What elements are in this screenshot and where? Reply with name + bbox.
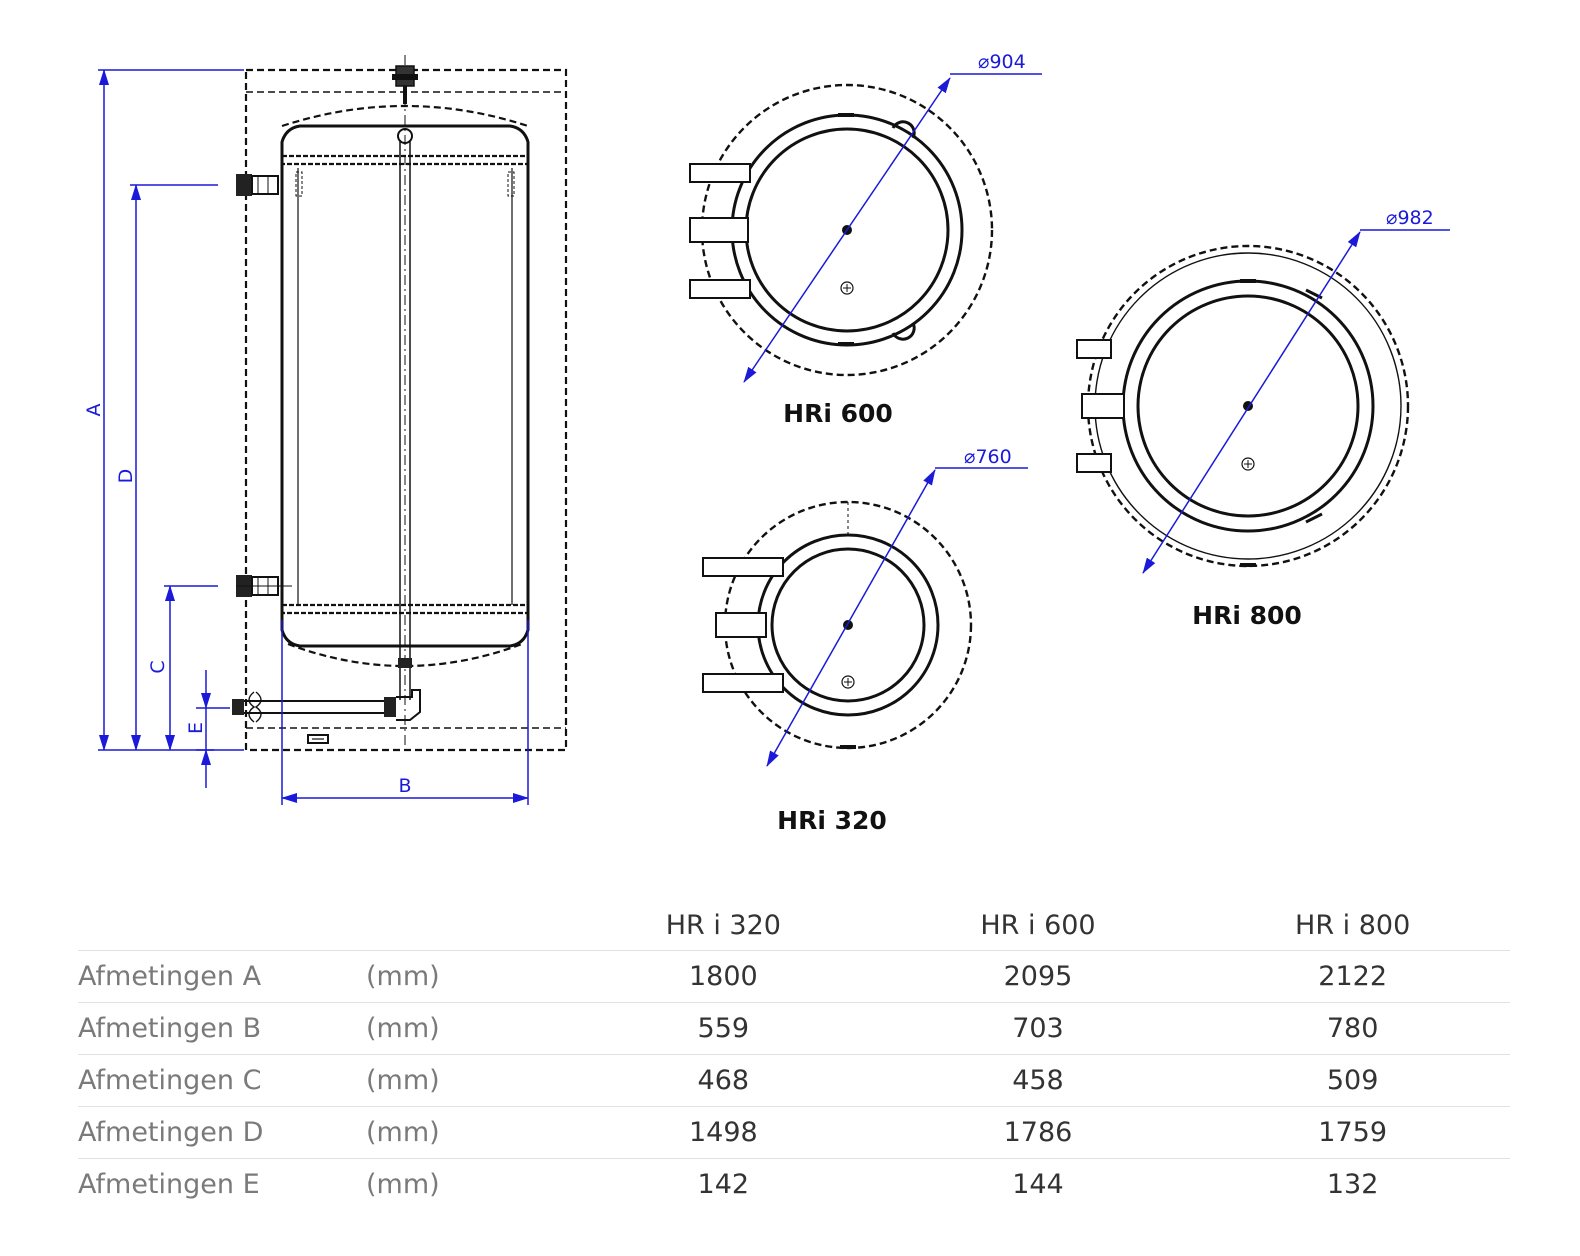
table-cell: 780 [1195, 1002, 1510, 1055]
model-label-hri-320: HRi 320 [777, 806, 887, 835]
technical-drawing: A D C E B ⌀904 HRi 600 [83, 51, 1450, 835]
column-header: HR i 800 [1195, 900, 1510, 951]
dimension-label-d: D [115, 469, 137, 484]
column-header: HR i 600 [880, 900, 1196, 951]
row-label: Afmetingen E [78, 1169, 260, 1200]
table-cell: 458 [880, 1054, 1196, 1107]
table-row: Afmetingen B (mm) 559 703 780 [78, 1002, 1510, 1055]
top-view-hri-600 [689, 73, 1042, 383]
model-label-hri-800: HRi 800 [1192, 601, 1302, 630]
table-header-row: HR i 320 HR i 600 HR i 800 [78, 900, 1510, 951]
dimension-label-b: B [398, 775, 411, 797]
table-cell: 132 [1326, 1169, 1379, 1200]
dimensions-table: HR i 320 HR i 600 HR i 800 Afmetingen A … [78, 900, 1510, 1210]
row-label: Afmetingen D [78, 1106, 366, 1159]
table-cell: 144 [1012, 1169, 1064, 1200]
table-cell: 1800 [566, 950, 881, 1003]
diameter-label-hri-800: ⌀982 [1386, 207, 1434, 229]
table-cell: 559 [566, 1002, 881, 1055]
row-label: Afmetingen C [78, 1054, 366, 1107]
table-cell: 1786 [880, 1106, 1196, 1159]
header-unit-spacer [366, 900, 566, 951]
header-label-spacer [78, 900, 366, 951]
row-unit: (mm) [366, 1169, 440, 1200]
column-header: HR i 320 [566, 900, 881, 951]
tank-side-view [232, 55, 568, 752]
model-label-hri-600: HRi 600 [783, 399, 893, 428]
row-unit: (mm) [366, 1106, 566, 1159]
dimension-label-e: E [185, 722, 207, 734]
table-cell: 1498 [566, 1106, 881, 1159]
table-row: Afmetingen A (mm) 1800 2095 2122 [78, 950, 1510, 1003]
table-cell: 1759 [1195, 1106, 1510, 1159]
dimension-lines [98, 69, 529, 805]
table-cell: 2095 [880, 950, 1196, 1003]
table-cell: 468 [566, 1054, 881, 1107]
row-label: Afmetingen B [78, 1002, 366, 1055]
diameter-label-hri-320: ⌀760 [964, 446, 1012, 468]
table-cell: 142 [697, 1169, 750, 1200]
table-cell: 509 [1195, 1054, 1510, 1107]
diameter-label-hri-600: ⌀904 [978, 51, 1026, 73]
table-cell: 2122 [1195, 950, 1510, 1003]
top-view-hri-800 [1076, 229, 1450, 574]
dimension-label-c: C [147, 660, 169, 673]
dimension-label-a: A [83, 404, 105, 417]
top-view-hri-320 [702, 467, 1028, 767]
row-label: Afmetingen A [78, 950, 366, 1003]
table-row: Afmetingen C (mm) 468 458 509 [78, 1054, 1510, 1107]
table-row: Afmetingen D (mm) 1498 1786 1759 [78, 1106, 1510, 1159]
row-unit: (mm) [366, 1054, 566, 1107]
row-unit: (mm) [366, 950, 566, 1003]
table-row: Afmetingen E (mm) 142 144 132 [78, 1159, 1510, 1211]
row-unit: (mm) [366, 1002, 566, 1055]
table-cell: 703 [880, 1002, 1196, 1055]
